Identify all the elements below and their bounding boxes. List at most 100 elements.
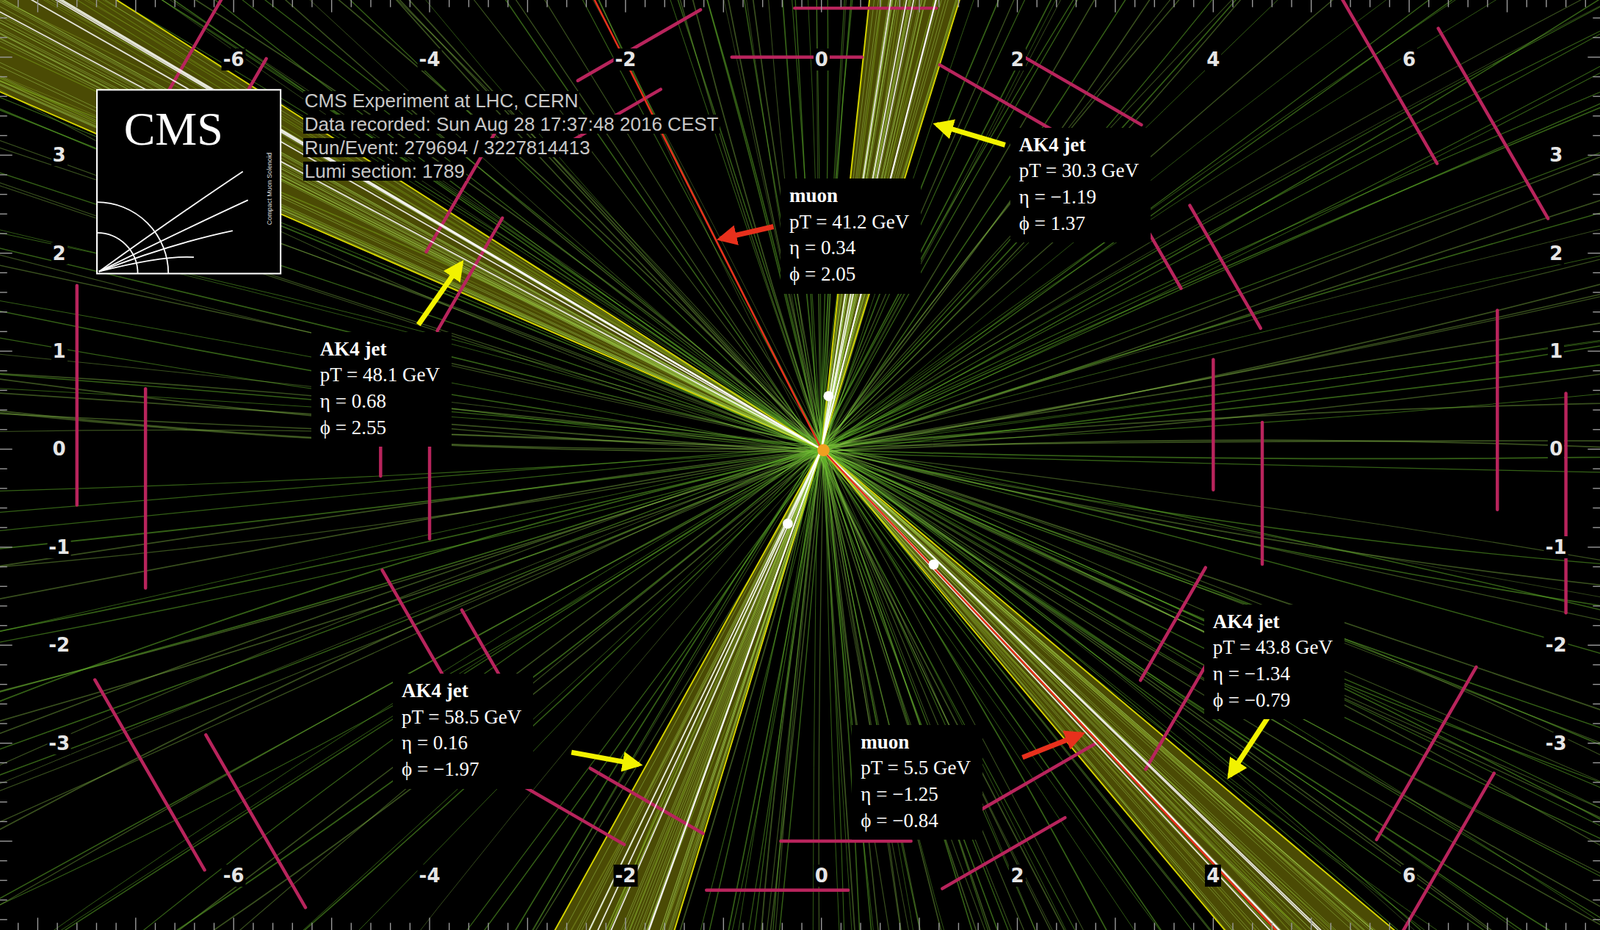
axis-tick xyxy=(1310,917,1312,930)
axis-label: 6 xyxy=(1401,864,1418,887)
axis-tick xyxy=(1592,467,1600,469)
axis-tick xyxy=(1330,922,1332,930)
axis-tick xyxy=(56,0,58,8)
track xyxy=(821,148,1600,448)
axis-tick xyxy=(1592,526,1600,528)
axis-tick xyxy=(350,0,352,8)
axis-tick xyxy=(0,722,8,724)
axis-tick xyxy=(742,0,744,8)
muon-chamber xyxy=(205,734,306,907)
axis-tick xyxy=(0,526,8,528)
track xyxy=(0,0,822,449)
axis-tick xyxy=(0,605,8,606)
axis-tick xyxy=(1592,859,1600,861)
axis-tick xyxy=(801,0,802,8)
event-info: CMS Experiment at LHC, CERN xyxy=(303,91,581,111)
axis-tick xyxy=(370,0,371,8)
logo-track xyxy=(99,199,249,271)
axis-tick xyxy=(1290,922,1292,930)
axis-tick xyxy=(1585,0,1587,8)
axis-tick xyxy=(37,0,39,13)
axis-tick xyxy=(213,922,215,930)
axis-tick xyxy=(0,898,8,900)
axis-tick xyxy=(468,0,470,8)
axis-tick xyxy=(292,0,293,8)
axis-label: 3 xyxy=(51,143,68,166)
track xyxy=(334,448,822,930)
axis-tick xyxy=(1592,174,1600,175)
axis-tick xyxy=(0,370,8,371)
muon-chamber xyxy=(1260,422,1264,564)
axis-tick xyxy=(1055,922,1057,930)
axis-tick xyxy=(0,154,13,156)
muon-chamber xyxy=(780,839,911,843)
axis-tick xyxy=(664,0,666,8)
axis-tick xyxy=(585,0,587,8)
axis-tick xyxy=(154,0,156,8)
track xyxy=(821,218,1600,448)
muon-chamber xyxy=(939,64,1053,130)
axis-tick xyxy=(1592,507,1600,509)
axis-tick xyxy=(331,917,332,930)
axis-tick xyxy=(585,922,587,930)
axis-tick xyxy=(0,879,8,881)
axis-tick xyxy=(723,917,725,930)
axis-tick xyxy=(820,917,822,930)
axis-tick xyxy=(1592,801,1600,802)
axis-tick xyxy=(1114,917,1116,930)
axis-tick xyxy=(938,0,940,8)
primary-vertex xyxy=(817,444,830,457)
axis-tick xyxy=(487,922,489,930)
axis-tick xyxy=(0,36,8,38)
axis-tick xyxy=(958,922,959,930)
axis-tick xyxy=(527,0,528,13)
kinematic-value: ϕ = −0.79 xyxy=(1213,687,1333,714)
event-info: Run/Event: 279694 / 3227814413 xyxy=(303,138,592,158)
axis-tick xyxy=(1213,917,1214,930)
pointer-arrow xyxy=(720,226,774,240)
muon-chamber xyxy=(1189,205,1261,329)
object-name: AK4 jet xyxy=(401,677,522,705)
object-name: AK4 jet xyxy=(320,336,440,363)
axis-tick xyxy=(272,0,274,8)
axis-tick xyxy=(1587,350,1600,351)
axis-tick xyxy=(1587,742,1600,744)
kinematic-value: pT = 30.3 GeV xyxy=(1019,157,1139,185)
axis-tick xyxy=(0,291,8,293)
jet-track xyxy=(821,448,1600,930)
axis-tick xyxy=(1193,922,1194,930)
track xyxy=(237,448,822,930)
axis-tick xyxy=(0,644,13,646)
cms-logo xyxy=(96,89,281,274)
jet-cone xyxy=(128,448,821,930)
axis-tick xyxy=(1592,193,1600,195)
annotation-box: muonpT = 41.2 GeVη = 0.34ϕ = 2.05 xyxy=(780,178,921,294)
axis-tick xyxy=(1592,683,1600,685)
axis-tick xyxy=(879,922,881,930)
pointer-arrow xyxy=(418,263,462,325)
muon-chamber xyxy=(1376,666,1477,840)
track xyxy=(388,448,821,930)
axis-tick xyxy=(1592,605,1600,606)
muon-chamber xyxy=(732,55,863,59)
track xyxy=(178,448,822,930)
track xyxy=(325,448,822,930)
logo-track xyxy=(99,171,244,271)
axis-tick xyxy=(1592,311,1600,313)
object-name: AK4 jet xyxy=(1213,608,1333,636)
muon-chamber xyxy=(1140,567,1206,681)
axis-tick xyxy=(546,0,548,8)
jet-cone xyxy=(0,0,822,449)
axis-tick xyxy=(1585,922,1587,930)
axis-tick xyxy=(1587,840,1600,841)
axis-tick xyxy=(0,840,13,841)
axis-tick xyxy=(174,0,175,8)
axis-tick xyxy=(193,0,195,8)
axis-tick xyxy=(1016,0,1018,13)
kinematic-value: η = 0.34 xyxy=(789,234,910,262)
kinematic-value: η = −1.34 xyxy=(1213,660,1333,688)
object-name: muon xyxy=(860,729,971,756)
track xyxy=(373,448,822,930)
axis-tick xyxy=(76,0,78,8)
axis-tick xyxy=(1592,487,1600,489)
